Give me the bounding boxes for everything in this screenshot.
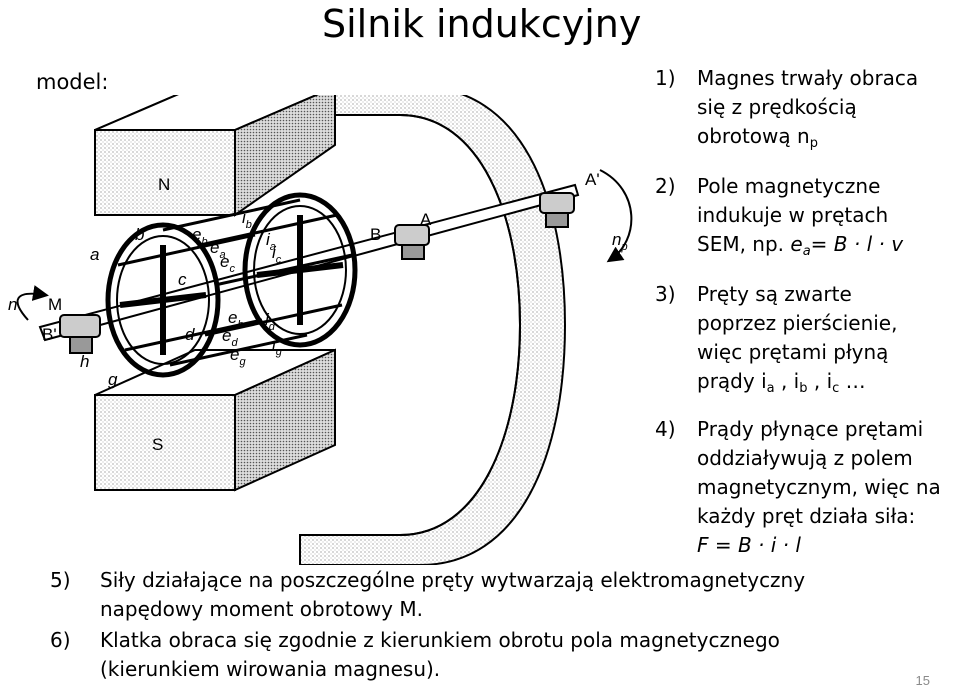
label-a: a: [90, 245, 99, 264]
svg-text:np: np: [612, 230, 628, 253]
svg-text:ed: ed: [222, 326, 238, 349]
svg-text:id: id: [265, 310, 276, 333]
step-3-number: 3): [655, 282, 676, 306]
north-pole: N: [94, 95, 336, 217]
step-6-number: 6): [50, 628, 71, 652]
page-number: 15: [915, 673, 930, 688]
label-ed-sub: d: [231, 337, 238, 349]
label-id-sub: d: [269, 321, 276, 333]
label-ib: i: [242, 208, 247, 227]
model-label: model:: [36, 70, 109, 94]
label-eb2-sub: b: [237, 319, 243, 331]
step-2-line-1: Pole magnetyczne: [697, 174, 881, 198]
label-B: B: [370, 225, 381, 244]
label-ia-sub: a: [270, 241, 276, 253]
step-6-line-1: Klatka obraca się zgodnie z kierunkiem o…: [100, 628, 780, 652]
south-pole-label: S: [152, 435, 163, 454]
label-eg-sub: g: [239, 356, 246, 368]
label-eb-sub: b: [201, 236, 207, 248]
figure-labels: n M B' h g a b c d A B A' np ib ia ic id…: [8, 170, 628, 389]
label-id: i: [265, 310, 270, 329]
label-ib-sub: b: [246, 219, 252, 231]
svg-text:ea: ea: [210, 238, 226, 261]
label-b: b: [135, 225, 144, 244]
step-3-line-4: prądy ia , ib , ic …: [697, 369, 866, 396]
step-2-line-2: indukuje w prętach: [697, 203, 889, 227]
label-A-prime: A': [585, 170, 600, 189]
svg-text:eb: eb: [192, 225, 208, 248]
slide-title: Silnik indukcyjny: [322, 2, 642, 46]
rotor-cage: [105, 192, 358, 378]
label-ea: e: [210, 238, 219, 257]
step-3-line-1: Pręty są zwarte: [697, 282, 852, 306]
label-ic-sub: c: [276, 254, 282, 266]
induction-motor-diagram: N S n: [8, 95, 633, 565]
label-d: d: [185, 325, 195, 344]
svg-text:ia: ia: [266, 230, 276, 253]
step-4-line-1: Prądy płynące prętami: [697, 417, 924, 441]
label-M: M: [48, 295, 62, 314]
step-1-number: 1): [655, 66, 676, 90]
label-c: c: [178, 270, 187, 289]
step-5-line-2: napędowy moment obrotowy M.: [100, 597, 423, 621]
step-3-line-3: więc prętami płyną: [697, 340, 889, 364]
label-ec-sub: c: [229, 263, 235, 275]
step-1-line-2: się z prędkością: [697, 95, 857, 119]
step-1-line-1: Magnes trwały obraca: [697, 66, 919, 90]
label-np: n: [612, 230, 621, 249]
svg-text:ec: ec: [220, 252, 235, 275]
label-B-prime: B': [42, 325, 57, 344]
step-2-line-3: SEM, np. ea= B · l · v: [697, 232, 904, 259]
step-5-number: 5): [50, 568, 71, 592]
label-ig: i: [272, 335, 277, 354]
rotation-arrow-right: [599, 169, 633, 263]
step-4-line-4: każdy pręt działa siła:: [697, 504, 916, 528]
label-ic: i: [272, 243, 277, 262]
label-eg: e: [230, 345, 239, 364]
svg-text:ic: ic: [272, 243, 282, 266]
label-ig-sub: g: [276, 346, 283, 358]
step-5-line-1: Siły działające na poszczególne pręty wy…: [100, 568, 806, 592]
rotation-arrow-left: [16, 285, 49, 321]
step-6-line-2: (kierunkiem wirowania magnesu).: [100, 657, 441, 681]
step-3-line-2: poprzez pierścienie,: [697, 311, 898, 335]
north-pole-label: N: [158, 175, 170, 194]
label-eb2: e: [228, 308, 237, 327]
label-ed: e: [222, 326, 231, 345]
label-n: n: [8, 295, 17, 314]
svg-text:ib: ib: [242, 208, 252, 231]
step-4-number: 4): [655, 417, 676, 441]
south-pole: S: [94, 348, 336, 492]
label-g: g: [108, 370, 118, 389]
step-2-number: 2): [655, 174, 676, 198]
step-4-formula: F = B · i · l: [697, 533, 801, 557]
label-A: A: [420, 210, 432, 229]
svg-text:eg: eg: [230, 345, 246, 368]
label-ec: e: [220, 252, 229, 271]
label-h: h: [80, 352, 89, 371]
step-4-line-3: magnetycznym, więc na: [697, 475, 941, 499]
step-4-line-2: oddziaływują z polem: [697, 446, 913, 470]
label-np-sub: p: [620, 241, 627, 253]
step-1-line-3: obrotową np: [697, 124, 818, 151]
label-ia: i: [266, 230, 271, 249]
label-eb: e: [192, 225, 201, 244]
label-ea-sub: a: [219, 249, 225, 261]
svg-text:eb: eb: [228, 308, 244, 331]
svg-text:ig: ig: [272, 335, 283, 358]
